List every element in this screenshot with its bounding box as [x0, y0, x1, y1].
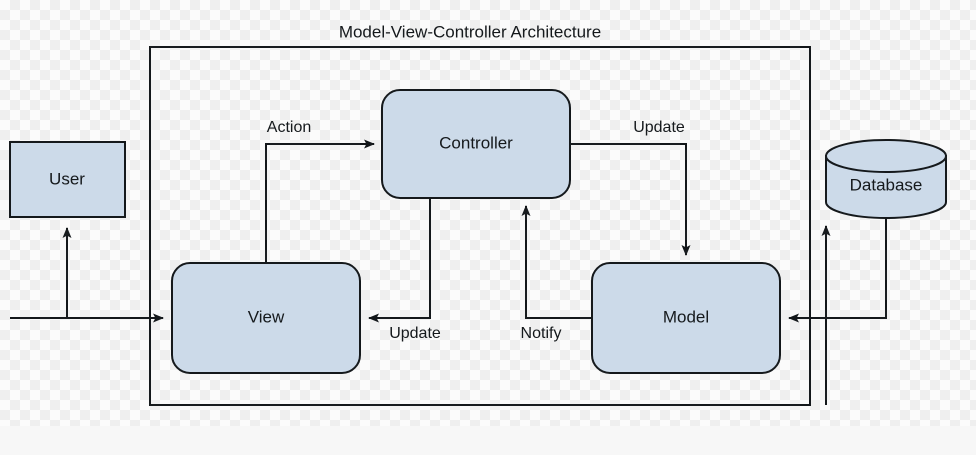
database-label: Database: [850, 175, 923, 194]
view-label: View: [248, 307, 285, 326]
connector-controller-to-model: [570, 143, 691, 256]
user-box: [9, 141, 126, 218]
connector-controller-to-view: [368, 198, 431, 323]
connector-model-to-controller: [521, 205, 592, 319]
node-user[interactable]: User: [9, 141, 126, 218]
connector-view-to-controller: [265, 139, 375, 263]
controller-box: [381, 89, 571, 199]
connector-database-to-model: [788, 218, 887, 323]
canvas-bottom-strip: [0, 426, 976, 455]
database-body: [825, 155, 947, 219]
model-box: [591, 262, 781, 374]
node-view[interactable]: View: [171, 262, 361, 374]
edge-label-update-controller-model: Update: [633, 119, 685, 136]
model-label: Model: [663, 307, 709, 326]
diagram-title: Model-View-Controller Architecture: [339, 22, 601, 41]
edge-label-action: Action: [267, 119, 311, 136]
node-model[interactable]: Model: [591, 262, 781, 374]
database-top-ellipse: [825, 139, 947, 173]
node-database[interactable]: Database: [825, 139, 947, 219]
user-label: User: [49, 169, 85, 188]
node-controller[interactable]: Controller: [381, 89, 571, 199]
edge-label-update-controller-view: Update: [389, 325, 441, 342]
mvc-container-boundary: [149, 46, 811, 406]
view-box: [171, 262, 361, 374]
controller-label: Controller: [439, 133, 513, 152]
edge-label-notify: Notify: [521, 325, 562, 342]
